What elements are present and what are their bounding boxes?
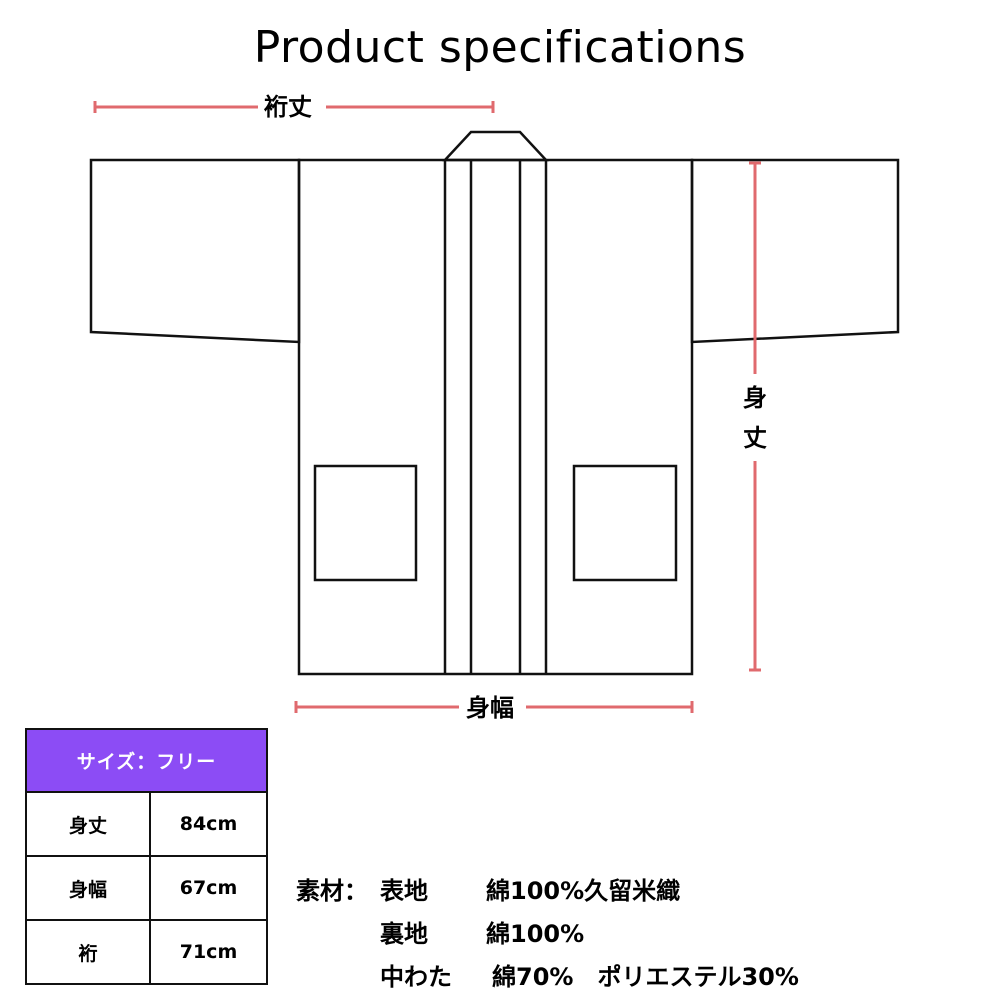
- material-part: 裏地: [380, 920, 428, 948]
- body-length-label: 身 丈: [740, 378, 770, 458]
- size-row-label: 身丈: [25, 791, 151, 857]
- material-value: 綿70% ポリエステル30%: [492, 963, 799, 991]
- size-row-value: 67cm: [149, 855, 268, 921]
- right-sleeve: [690, 158, 900, 344]
- size-table-header-row: サイズ：フリー: [25, 728, 268, 793]
- sleeve-length-label: 裄丈: [264, 93, 312, 121]
- dimension-lines: [93, 101, 761, 713]
- body-length-label-bottom: 丈: [743, 424, 767, 452]
- size-table-header: サイズ：フリー: [25, 728, 268, 793]
- size-row-value: 71cm: [149, 919, 268, 985]
- table-row: 裄 71cm: [25, 919, 268, 985]
- jacket-body: [297, 158, 694, 676]
- material-value: 綿100%: [486, 920, 585, 948]
- table-row: 身丈 84cm: [25, 791, 268, 857]
- jacket-outline: [89, 130, 900, 676]
- material-row: 裏地 綿100%: [296, 913, 799, 956]
- left-pocket: [313, 464, 418, 582]
- materials-list: 素材： 表地 綿100%久留米織 裏地 綿100% 中わた 綿70% ポリエステ…: [296, 870, 799, 999]
- size-row-value: 84cm: [149, 791, 268, 857]
- size-table: サイズ：フリー 身丈 84cm 身幅 67cm 裄 71cm: [25, 728, 268, 985]
- table-row: 身幅 67cm: [25, 855, 268, 921]
- materials-prefix: 素材：: [296, 877, 368, 905]
- page-title: Product specifications: [253, 22, 747, 73]
- size-row-label: 身幅: [25, 855, 151, 921]
- body-length-label-top: 身: [743, 384, 767, 412]
- collar: [442, 130, 549, 162]
- material-row: 中わた 綿70% ポリエステル30%: [296, 956, 799, 999]
- material-value: 綿100%久留米織: [486, 877, 681, 905]
- material-part: 表地: [380, 877, 428, 905]
- size-row-label: 裄: [25, 919, 151, 985]
- material-row: 素材： 表地 綿100%久留米織: [296, 870, 799, 913]
- material-part: 中わた: [380, 963, 452, 991]
- right-pocket: [572, 464, 678, 582]
- body-width-label: 身幅: [466, 694, 514, 722]
- left-sleeve: [89, 158, 301, 344]
